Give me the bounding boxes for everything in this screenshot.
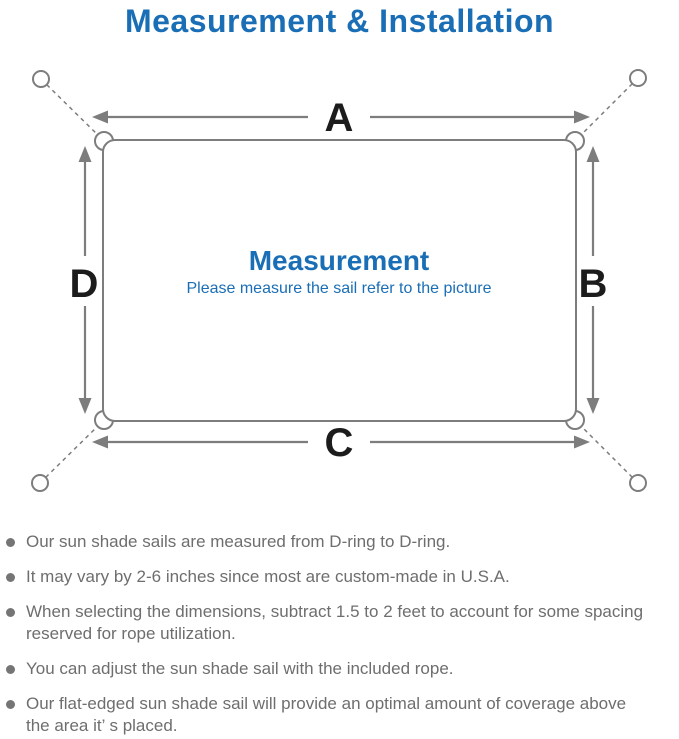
note-item: Our flat-edged sun shade sail will provi… (0, 693, 679, 737)
arrowhead-c-left-icon (92, 435, 108, 449)
bullet-icon (6, 665, 15, 674)
rope-line-top-left (40, 78, 105, 142)
notes-list: Our sun shade sails are measured from D-… (0, 531, 679, 739)
note-text: You can adjust the sun shade sail with t… (26, 659, 454, 678)
rope-line-bottom-left (39, 419, 105, 484)
anchor-ring-bottom-left-icon (31, 474, 49, 492)
dimension-label-c: C (325, 421, 354, 465)
anchor-ring-bottom-right-icon (629, 474, 647, 492)
arrowhead-c-right-icon (574, 435, 590, 449)
anchor-ring-top-left-icon (32, 70, 50, 88)
note-item: It may vary by 2-6 inches since most are… (0, 566, 679, 588)
arrowhead-d-bottom-icon (78, 398, 92, 414)
measurement-diagram: Measurement Please measure the sail refe… (0, 50, 679, 515)
dimension-label-a: A (325, 96, 354, 140)
note-item: You can adjust the sun shade sail with t… (0, 658, 679, 680)
bullet-icon (6, 538, 15, 547)
arrowhead-d-top-icon (78, 146, 92, 162)
bullet-icon (6, 608, 15, 617)
bullet-icon (6, 573, 15, 582)
dimension-label-d: D (70, 262, 99, 306)
note-text: It may vary by 2-6 inches since most are… (26, 567, 510, 586)
rope-line-top-right (574, 77, 639, 142)
note-item: When selecting the dimensions, subtract … (0, 601, 679, 645)
arrowhead-b-top-icon (586, 146, 600, 162)
sail-diagram-svg: Measurement Please measure the sail refe… (31, 69, 647, 492)
arrowhead-a-right-icon (574, 110, 590, 124)
arrowhead-b-bottom-icon (586, 398, 600, 414)
rope-line-bottom-right (574, 419, 639, 484)
sail-rect (102, 139, 577, 422)
note-item: Our sun shade sails are measured from D-… (0, 531, 679, 553)
bullet-icon (6, 700, 15, 709)
diagram-center-title: Measurement (249, 245, 430, 276)
diagram-center-subtitle: Please measure the sail refer to the pic… (186, 280, 491, 297)
anchor-ring-top-right-icon (629, 69, 647, 87)
note-text: When selecting the dimensions, subtract … (26, 602, 644, 643)
note-text: Our flat-edged sun shade sail will provi… (26, 694, 627, 735)
arrowhead-a-left-icon (92, 110, 108, 124)
note-text: Our sun shade sails are measured from D-… (26, 532, 451, 551)
page-title: Measurement & Installation (124, 3, 555, 39)
dimension-label-b: B (579, 262, 608, 306)
